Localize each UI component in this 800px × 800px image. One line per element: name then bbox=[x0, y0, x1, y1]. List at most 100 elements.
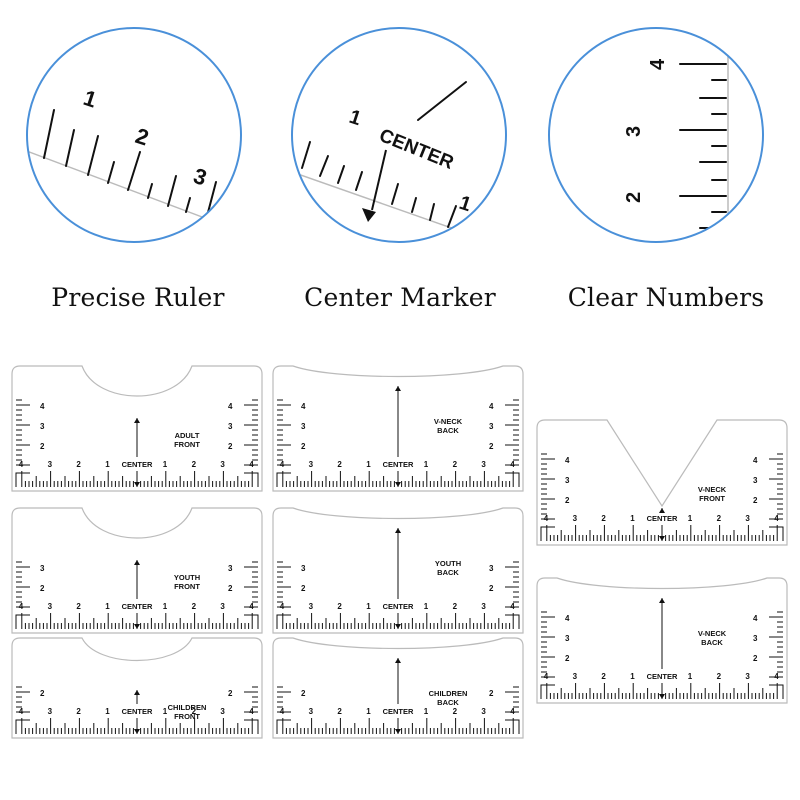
scale-number: 1 bbox=[163, 460, 168, 469]
scale-number: 3 bbox=[573, 514, 578, 523]
scale-number: 1 bbox=[424, 460, 429, 469]
ruler-ticks bbox=[43, 109, 217, 221]
side-number-right: 2 bbox=[489, 584, 494, 593]
scale-number: 3 bbox=[220, 707, 225, 716]
corner-bracket bbox=[276, 472, 291, 487]
center-arrow-icon bbox=[134, 624, 140, 629]
side-number-left: 2 bbox=[40, 442, 45, 451]
side-number-right: 4 bbox=[753, 456, 758, 465]
side-number-left: 2 bbox=[301, 584, 306, 593]
side-number-left: 3 bbox=[301, 422, 306, 431]
scale-number: 4 bbox=[249, 460, 254, 469]
scale-number: 1 bbox=[163, 707, 168, 716]
ruler-label: FRONT bbox=[174, 440, 200, 449]
side-number-left: 2 bbox=[565, 654, 570, 663]
scale-number: 4 bbox=[280, 602, 285, 611]
ruler-label: FRONT bbox=[174, 712, 200, 721]
corner-bracket bbox=[244, 472, 259, 487]
center-arrow-icon bbox=[395, 624, 401, 629]
center-arrow-icon bbox=[134, 418, 140, 423]
caption-precise-ruler: Precise Ruler bbox=[51, 283, 225, 312]
ruler-label: BACK bbox=[437, 568, 459, 577]
scale-number: 2 bbox=[76, 602, 81, 611]
center-arrow-icon bbox=[134, 690, 140, 695]
center-label: CENTER bbox=[647, 514, 678, 523]
zoom-circle-precise: 1 2 3 bbox=[26, 27, 242, 243]
side-number-right: 2 bbox=[228, 584, 233, 593]
ruler-label: BACK bbox=[437, 426, 459, 435]
corner-bracket bbox=[244, 614, 259, 629]
corner-bracket bbox=[505, 719, 520, 734]
center-label: CENTER bbox=[647, 672, 678, 681]
side-number-left: 4 bbox=[565, 456, 570, 465]
corner-bracket bbox=[769, 526, 784, 541]
corner-bracket bbox=[15, 472, 30, 487]
scale-number: 2 bbox=[337, 707, 342, 716]
scale-number: 4 bbox=[19, 707, 24, 716]
ruler-label: YOUTH bbox=[174, 573, 200, 582]
scale-number: 1 bbox=[105, 602, 110, 611]
side-number-left: 2 bbox=[40, 584, 45, 593]
scale-number: 2 bbox=[717, 514, 722, 523]
scale-number: 1 bbox=[105, 707, 110, 716]
scale-number: 3 bbox=[220, 460, 225, 469]
center-arrow-icon bbox=[659, 598, 665, 603]
center-arrow-icon bbox=[395, 658, 401, 663]
caption-clear-numbers: Clear Numbers bbox=[567, 283, 765, 312]
scale-number: 4 bbox=[510, 460, 515, 469]
corner-bracket bbox=[15, 719, 30, 734]
zoom-number: 3 bbox=[623, 126, 645, 137]
center-arrow-icon bbox=[134, 560, 140, 565]
scale-number: 4 bbox=[544, 672, 549, 681]
scale-number: 3 bbox=[309, 602, 314, 611]
corner-bracket bbox=[505, 614, 520, 629]
scale-number: 3 bbox=[309, 460, 314, 469]
center-arrow-icon bbox=[395, 729, 401, 734]
scale-number: 2 bbox=[601, 672, 606, 681]
side-number-left: 2 bbox=[301, 442, 306, 451]
side-number-right: 4 bbox=[753, 614, 758, 623]
center-arrow-icon bbox=[659, 508, 665, 513]
corner-bracket bbox=[505, 472, 520, 487]
center-label: CENTER bbox=[383, 602, 414, 611]
scale-number: 3 bbox=[481, 460, 486, 469]
side-number-right: 3 bbox=[228, 564, 233, 573]
center-arrow-icon bbox=[134, 729, 140, 734]
side-number-right: 3 bbox=[489, 422, 494, 431]
scale-number: 2 bbox=[337, 602, 342, 611]
scale-number: 3 bbox=[481, 707, 486, 716]
scale-number: 1 bbox=[688, 672, 693, 681]
side-number-left: 4 bbox=[565, 614, 570, 623]
center-arrow-icon bbox=[395, 482, 401, 487]
corner-bracket bbox=[15, 614, 30, 629]
side-number-right: 2 bbox=[753, 496, 758, 505]
ruler-outline bbox=[11, 637, 263, 739]
scale-number: 1 bbox=[424, 707, 429, 716]
ruler-label: V-NECK bbox=[434, 417, 463, 426]
scale-number: 2 bbox=[453, 460, 458, 469]
side-number-right: 4 bbox=[489, 402, 494, 411]
ruler-label: CHILDREN bbox=[429, 689, 468, 698]
zoom-number: 1 bbox=[80, 85, 99, 113]
center-label: CENTER bbox=[122, 602, 153, 611]
side-number-right: 3 bbox=[753, 476, 758, 485]
scale-number: 2 bbox=[76, 460, 81, 469]
center-arrow-icon bbox=[659, 536, 665, 541]
center-label: CENTER bbox=[122, 460, 153, 469]
side-number-left: 3 bbox=[40, 564, 45, 573]
scale-number: 4 bbox=[19, 602, 24, 611]
side-number-right: 2 bbox=[753, 654, 758, 663]
side-number-left: 2 bbox=[40, 689, 45, 698]
side-number-right: 2 bbox=[228, 689, 233, 698]
scale-number: 4 bbox=[774, 672, 779, 681]
side-number-left: 4 bbox=[301, 402, 306, 411]
corner-bracket bbox=[276, 614, 291, 629]
zoom-number: 3 bbox=[190, 163, 209, 191]
ruler-label: CHILDREN bbox=[168, 703, 207, 712]
ruler-ticks bbox=[301, 81, 467, 228]
center-arrow-icon bbox=[134, 482, 140, 487]
